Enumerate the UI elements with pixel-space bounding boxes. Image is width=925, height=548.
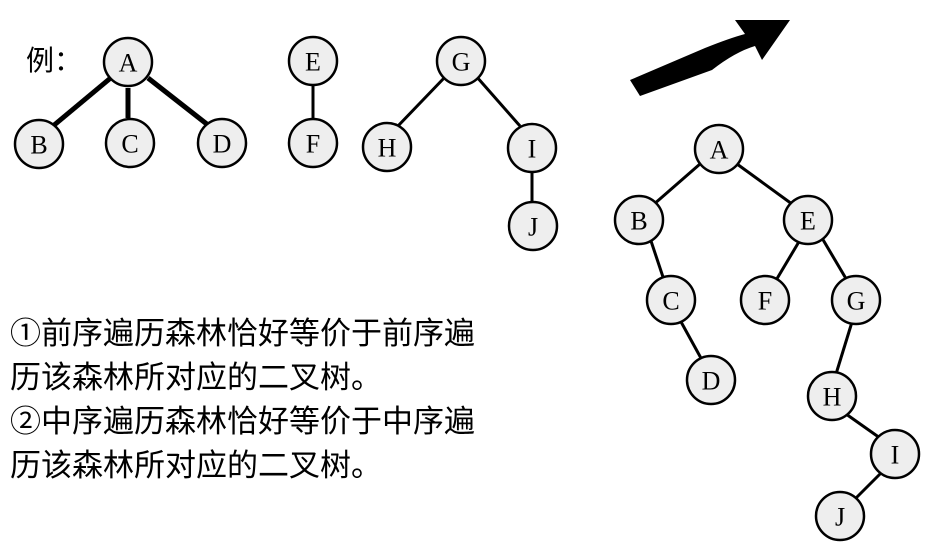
edge-G-I bbox=[474, 75, 522, 127]
svg-text:I: I bbox=[891, 441, 900, 470]
bt-edge-A-B bbox=[652, 162, 701, 207]
bt-node-E: E bbox=[782, 194, 834, 246]
forest-node-I: I bbox=[506, 122, 558, 174]
forest-node-G: G bbox=[435, 35, 487, 87]
forest-node-J: J bbox=[507, 200, 559, 252]
bt-edge-H-I bbox=[845, 412, 881, 440]
bt-edge-A-E bbox=[736, 162, 793, 206]
bt-node-D: D bbox=[685, 354, 737, 406]
forest-node-B: B bbox=[13, 118, 65, 170]
forest-node-H: H bbox=[361, 121, 413, 173]
bt-edge-I-J bbox=[854, 470, 884, 500]
svg-text:J: J bbox=[528, 213, 538, 242]
bt-edge-E-F bbox=[773, 239, 802, 283]
svg-text:F: F bbox=[306, 130, 320, 159]
svg-text:A: A bbox=[710, 136, 729, 165]
forest-nodes: A B C D E F G H I J bbox=[13, 35, 559, 252]
note-line-3: ②中序遍历森林恰好等价于中序遍 bbox=[10, 404, 475, 440]
bt-edge-G-H bbox=[834, 321, 854, 375]
svg-text:D: D bbox=[213, 130, 232, 159]
bt-edge-C-D bbox=[678, 319, 704, 361]
bt-node-H: H bbox=[806, 370, 858, 422]
svg-text:I: I bbox=[528, 135, 537, 164]
svg-text:J: J bbox=[835, 503, 845, 532]
forest-node-F: F bbox=[287, 117, 339, 169]
bt-edge-E-G bbox=[820, 237, 850, 283]
bt-node-A: A bbox=[693, 123, 745, 175]
svg-text:G: G bbox=[847, 287, 866, 316]
svg-text:H: H bbox=[378, 134, 397, 163]
example-label: 例： bbox=[26, 44, 82, 77]
edge-A-D bbox=[146, 76, 210, 127]
binary-tree-nodes: A B C D E F G H I J bbox=[613, 123, 921, 542]
bt-edge-B-C bbox=[648, 237, 666, 281]
forest-node-C: C bbox=[104, 117, 156, 169]
bt-node-B: B bbox=[613, 194, 665, 246]
svg-text:D: D bbox=[702, 367, 721, 396]
forest-node-D: D bbox=[196, 117, 248, 169]
svg-text:G: G bbox=[452, 48, 471, 77]
note-line-1: ①前序遍历森林恰好等价于前序遍 bbox=[10, 316, 475, 352]
svg-text:B: B bbox=[30, 131, 47, 160]
bt-node-J: J bbox=[814, 490, 866, 542]
forest-node-E: E bbox=[287, 35, 339, 87]
binary-tree-edges bbox=[648, 162, 884, 500]
edge-A-B bbox=[51, 74, 115, 128]
svg-text:E: E bbox=[305, 48, 321, 77]
svg-text:C: C bbox=[121, 130, 138, 159]
note-line-2: 历该森林所对应的二叉树。 bbox=[10, 360, 382, 396]
edge-G-H bbox=[394, 74, 448, 130]
bt-node-C: C bbox=[645, 274, 697, 326]
svg-text:B: B bbox=[630, 207, 647, 236]
svg-text:A: A bbox=[119, 49, 138, 78]
svg-text:H: H bbox=[823, 383, 842, 412]
note-line-4: 历该森林所对应的二叉树。 bbox=[10, 448, 382, 484]
svg-text:E: E bbox=[800, 207, 816, 236]
bt-node-G: G bbox=[830, 274, 882, 326]
bt-node-F: F bbox=[739, 274, 791, 326]
curved-arrow-icon bbox=[630, 20, 790, 96]
explanation-text: ①前序遍历森林恰好等价于前序遍 历该森林所对应的二叉树。 ②中序遍历森林恰好等价… bbox=[10, 312, 620, 488]
forest-edges bbox=[51, 74, 534, 202]
bt-node-I: I bbox=[869, 428, 921, 480]
forest-node-A: A bbox=[102, 36, 154, 88]
svg-text:F: F bbox=[758, 287, 772, 316]
svg-text:C: C bbox=[662, 287, 679, 316]
